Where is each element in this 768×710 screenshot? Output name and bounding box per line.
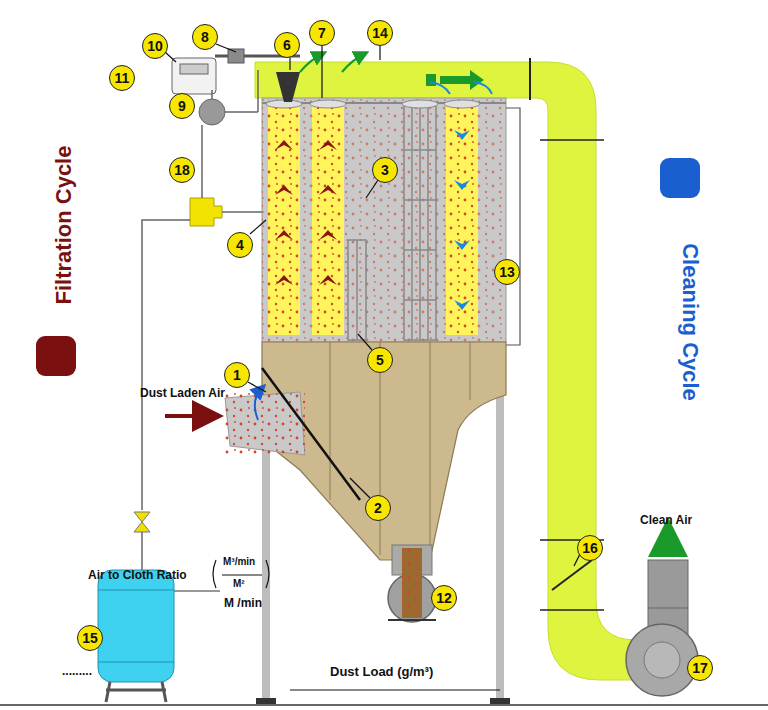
- callout-number: 3: [381, 163, 389, 177]
- callout-circle: 9: [169, 93, 195, 119]
- callout-number: 11: [115, 71, 130, 85]
- callout-circle: 6: [274, 32, 300, 58]
- callout-circle: 4: [227, 232, 253, 258]
- legend-swatch: [36, 336, 76, 376]
- callout-number: 4: [236, 238, 244, 252]
- callout-number: 13: [499, 265, 515, 279]
- callout-circle: 13: [494, 259, 520, 285]
- callout-number: 7: [318, 26, 326, 40]
- callout-number: 17: [692, 661, 708, 675]
- formula-unit: M³/min: [223, 556, 255, 567]
- callout-number: 6: [283, 38, 291, 52]
- callout-circle: 1: [224, 362, 250, 388]
- callout-circle: 12: [431, 585, 457, 611]
- callout-number: 14: [372, 26, 388, 40]
- callout-number: 5: [376, 353, 384, 367]
- callout-number: 1: [233, 368, 241, 382]
- callout-circle: 16: [577, 535, 603, 561]
- formula-label: Air to Cloth Ratio: [88, 568, 187, 582]
- quantity-label: Dust Load (g/m³): [330, 664, 433, 679]
- flow-label: Clean Air: [640, 513, 692, 527]
- formula-unit: M²: [233, 578, 245, 589]
- callout-circle: 17: [687, 655, 713, 681]
- unit-label: M /min: [224, 596, 262, 610]
- legend-text: Filtration Cycle: [51, 146, 77, 305]
- callout-number: 12: [436, 591, 452, 605]
- callout-circle: 11: [109, 65, 135, 91]
- callout-number: 2: [374, 501, 382, 515]
- callout-circle: 10: [142, 33, 168, 59]
- legend-swatch: [660, 158, 700, 198]
- callout-circle: 15: [77, 625, 103, 651]
- callout-circle: 5: [367, 347, 393, 373]
- callout-circle: 18: [169, 157, 195, 183]
- callout-circle: 7: [309, 20, 335, 46]
- callout-number: 18: [174, 163, 190, 177]
- callout-number: 16: [582, 541, 598, 555]
- callout-circle: 2: [365, 495, 391, 521]
- legend-text: Cleaning Cycle: [677, 243, 703, 401]
- callout-number: 15: [82, 631, 98, 645]
- flow-label: Dust Laden Air: [140, 386, 225, 400]
- callout-number: 9: [178, 99, 186, 113]
- callout-number: 8: [201, 30, 209, 44]
- callout-circle: 3: [372, 157, 398, 183]
- ellipsis: .........: [62, 664, 92, 678]
- callout-circle: 8: [192, 24, 218, 50]
- callout-circle: 14: [367, 20, 393, 46]
- callout-number: 10: [147, 39, 163, 53]
